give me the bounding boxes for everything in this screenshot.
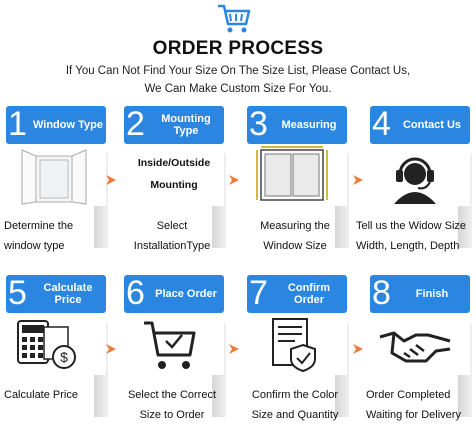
step-3: 3 Measuring Measuring the Window Size (245, 106, 349, 261)
step-panel (247, 144, 347, 206)
step-description: Tell us the Widow Size Width, Length, De… (356, 216, 474, 256)
step-number: 7 (249, 275, 268, 312)
step-2: 2 Mounting Type Inside/Outside Mounting … (122, 106, 226, 261)
step-description: Select the Correct Size to Order (122, 385, 222, 425)
step-6: 6 Place Order Select the Correct Size to… (122, 275, 226, 430)
step-description: Confirm the Color Size and Quantity (245, 385, 345, 425)
step-banner: 5 Calculate Price (6, 275, 106, 313)
handshake-icon (379, 331, 451, 363)
step-panel: $ (6, 313, 106, 375)
desc-line: Select (156, 220, 188, 232)
step-panel: Inside/Outside Mounting (124, 144, 224, 206)
arrow-right-icon (229, 175, 239, 185)
step-label: Calculate Price (43, 282, 93, 306)
step-number: 2 (126, 106, 145, 143)
arrow-right-icon (229, 344, 239, 354)
step-number: 4 (372, 106, 391, 143)
step-label: Measuring (281, 119, 337, 131)
arrow-right-icon (353, 175, 363, 185)
headset-agent-icon (394, 157, 436, 204)
page-title: ORDER PROCESS (152, 38, 324, 59)
step-description: Determine the window type (4, 216, 104, 256)
desc-line: Select the Correct (127, 389, 217, 401)
step-banner: 3 Measuring (247, 106, 347, 144)
step-label: Place Order (155, 288, 217, 300)
step-1: 1 Window Type Determine the window type (4, 106, 108, 261)
window-icon (21, 149, 87, 205)
step-panel (370, 144, 470, 206)
step-banner: 4 Contact Us (370, 106, 470, 144)
desc-line: Confirm the Color (251, 389, 339, 401)
arrow-right-icon (353, 344, 363, 354)
mounting-line: Mounting (150, 179, 198, 191)
calculator-icon: $ (17, 320, 76, 369)
step-label: Mounting Type (161, 113, 211, 137)
step-number: 5 (8, 275, 27, 312)
cart-check-icon (144, 321, 196, 369)
step-4: 4 Contact Us Tell us the Widow Size Widt… (356, 106, 472, 261)
step-number: 3 (249, 106, 268, 143)
desc-line: Size and Quantity (251, 409, 339, 421)
step-number: 8 (372, 275, 391, 312)
step-banner: 6 Place Order (124, 275, 224, 313)
step-8: 8 Finish Order Completed Waiting for Del… (366, 275, 472, 430)
desc-line: Measuring the (260, 220, 330, 232)
step-description: Order Completed Waiting for Delivery (366, 385, 474, 425)
step-description: Measuring the Window Size (245, 216, 345, 256)
step-5: 5 Calculate Price $ Calculate Price (4, 275, 108, 430)
step-7: 7 Confirm Order Confirm the Color Size a… (245, 275, 349, 430)
desc-line: Calculate Price (4, 389, 78, 401)
desc-line: InstallationType (133, 240, 211, 252)
step-panel (124, 313, 224, 375)
desc-line: Window Size (263, 240, 327, 252)
desc-line: Tell us the Widow Size (356, 220, 467, 232)
subtitle-line-1: If You Can Not Find Your Size On The Siz… (65, 65, 411, 77)
subtitle-line-2: We Can Make Custom Size For You. (144, 83, 332, 95)
document-check-icon (272, 318, 316, 373)
step-banner: 7 Confirm Order (247, 275, 347, 313)
step-description: Select InstallationType (122, 216, 222, 256)
step-banner: 2 Mounting Type (124, 106, 224, 144)
step-banner: 1 Window Type (6, 106, 106, 144)
step-panel (247, 313, 347, 375)
desc-line: window type (4, 240, 65, 252)
svg-text:$: $ (60, 349, 68, 365)
step-label: Window Type (33, 119, 103, 131)
step-description: Calculate Price (4, 385, 104, 405)
step-panel (6, 144, 106, 206)
desc-line: Size to Order (139, 409, 205, 421)
step-label: Finish (415, 288, 449, 300)
mounting-line: Inside/Outside (137, 157, 211, 169)
step-label: Contact Us (402, 119, 462, 131)
step-panel (370, 313, 470, 375)
shopping-cart-icon (218, 4, 251, 33)
mounting-text: Inside/Outside Mounting (124, 152, 224, 196)
desc-line: Waiting for Delivery (366, 409, 461, 421)
arrow-right-icon (106, 175, 116, 185)
desc-line: Width, Length, Depth (356, 240, 460, 252)
arrow-right-icon (106, 344, 116, 354)
desc-line: Determine the (4, 220, 74, 232)
measure-window-icon (256, 146, 328, 201)
step-banner: 8 Finish (370, 275, 470, 313)
step-number: 6 (126, 275, 145, 312)
step-label: Confirm Order (287, 282, 331, 306)
step-number: 1 (8, 106, 27, 143)
desc-line: Order Completed (366, 389, 451, 401)
